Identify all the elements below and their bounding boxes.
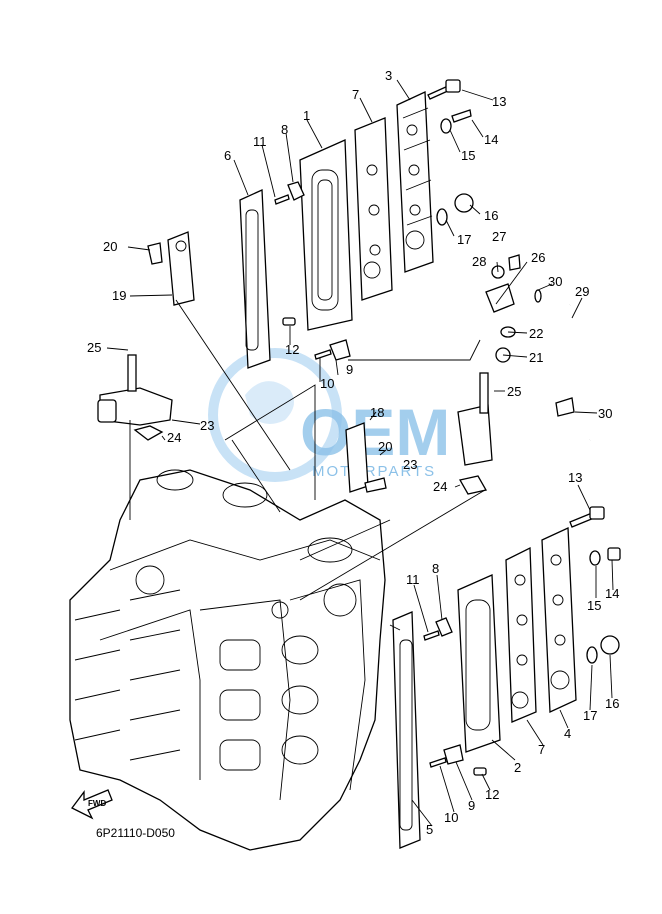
leader-lines bbox=[106, 79, 614, 827]
callout-14-lower: 14 bbox=[605, 586, 619, 601]
callout-5: 5 bbox=[426, 822, 433, 837]
callout-26: 26 bbox=[531, 250, 545, 265]
callout-13-lower: 13 bbox=[568, 470, 582, 485]
gasket-6 bbox=[239, 189, 271, 369]
callout-17-top: 17 bbox=[457, 232, 471, 247]
callout-30-lower: 30 bbox=[598, 406, 612, 421]
callout-11-lower: 11 bbox=[406, 572, 420, 587]
sensor-8 bbox=[287, 181, 305, 201]
valve-assembly-23-right bbox=[457, 372, 493, 495]
bolt-14-lower bbox=[607, 547, 621, 561]
callout-24-right: 24 bbox=[433, 479, 447, 494]
callout-17-lower: 17 bbox=[583, 708, 597, 723]
callout-12-top: 12 bbox=[285, 342, 299, 357]
diagram-code: 6P21110-D050 bbox=[96, 826, 175, 840]
watermark-brand: OEM bbox=[300, 395, 450, 469]
callout-10-lower: 10 bbox=[444, 810, 458, 825]
callout-9-top: 9 bbox=[346, 362, 353, 377]
callout-10-top: 10 bbox=[320, 376, 334, 391]
callout-25-left: 25 bbox=[87, 340, 101, 355]
callout-23-right: 23 bbox=[403, 457, 417, 472]
sensor-8-lower bbox=[435, 617, 453, 637]
callout-22: 22 bbox=[529, 326, 543, 341]
washer-15-top bbox=[440, 118, 452, 134]
bolt-11 bbox=[274, 194, 290, 205]
bolt-10 bbox=[314, 349, 332, 360]
plug-16-top bbox=[454, 193, 474, 213]
callout-8-top: 8 bbox=[281, 122, 288, 137]
callout-25-right: 25 bbox=[507, 384, 521, 399]
callout-18: 18 bbox=[370, 405, 384, 420]
cylinder-block bbox=[69, 469, 386, 851]
callout-11-top: 11 bbox=[253, 134, 267, 149]
bolt-11-lower bbox=[423, 630, 440, 641]
watermark-logo: OEM MOTORPARTS bbox=[208, 348, 450, 482]
gasket-7-lower bbox=[505, 546, 537, 723]
bracket-19 bbox=[167, 231, 195, 306]
callout-4: 4 bbox=[564, 726, 571, 741]
pin-12 bbox=[282, 317, 296, 326]
callout-7-lower: 7 bbox=[538, 742, 545, 757]
callout-9-lower: 9 bbox=[468, 798, 475, 813]
oring-30-top bbox=[534, 289, 542, 303]
washer-17-top bbox=[436, 208, 448, 226]
bolt-20-left bbox=[147, 242, 163, 265]
bolt-20-mid bbox=[364, 477, 387, 493]
callout-19: 19 bbox=[112, 288, 126, 303]
plate-2 bbox=[457, 574, 501, 753]
callout-15-top: 15 bbox=[461, 148, 475, 163]
bolt-10-lower bbox=[429, 757, 447, 768]
callout-20-mid: 20 bbox=[378, 439, 392, 454]
callout-20-left: 20 bbox=[103, 239, 117, 254]
plate-18 bbox=[345, 422, 369, 493]
callout-16-top: 16 bbox=[484, 208, 498, 223]
callout-16-lower: 16 bbox=[605, 696, 619, 711]
bolt-13-head-top bbox=[445, 79, 461, 93]
gasket-5 bbox=[392, 611, 421, 849]
clamp-30-lower bbox=[555, 397, 575, 417]
callout-29: 29 bbox=[575, 284, 589, 299]
callout-27: 27 bbox=[492, 229, 506, 244]
callout-14-top: 14 bbox=[484, 132, 498, 147]
callout-12-lower: 12 bbox=[485, 787, 499, 802]
callout-2: 2 bbox=[514, 760, 521, 775]
bolt-27 bbox=[508, 254, 521, 271]
watermark-subtitle: MOTORPARTS bbox=[312, 463, 436, 480]
bolt-13-head-lower bbox=[589, 506, 605, 520]
clip-9-lower bbox=[443, 744, 464, 765]
bolt-14-top bbox=[451, 109, 472, 123]
fwd-arrow-icon: FWD bbox=[71, 789, 113, 820]
callout-3: 3 bbox=[385, 68, 392, 83]
callout-15-lower: 15 bbox=[587, 598, 601, 613]
callout-30-top: 30 bbox=[548, 274, 562, 289]
washer-15-lower bbox=[589, 550, 601, 566]
callout-1: 1 bbox=[303, 108, 310, 123]
callout-13-top: 13 bbox=[492, 94, 506, 109]
callout-labels: 3 13 7 14 1 8 11 15 6 16 17 27 20 26 28 … bbox=[87, 68, 619, 837]
fwd-label: FWD bbox=[88, 799, 106, 808]
cover-3 bbox=[396, 91, 434, 273]
callout-23-left: 23 bbox=[200, 418, 214, 433]
plug-16-lower bbox=[600, 635, 620, 655]
plate-1 bbox=[299, 139, 353, 331]
callout-6: 6 bbox=[224, 148, 231, 163]
cover-4 bbox=[541, 527, 577, 713]
callout-7-top: 7 bbox=[352, 87, 359, 102]
callout-24-left: 24 bbox=[167, 430, 181, 445]
washer-17-lower bbox=[586, 646, 598, 664]
callout-8-lower: 8 bbox=[432, 561, 439, 576]
valve-assembly-23-left bbox=[97, 354, 173, 441]
clip-9 bbox=[329, 339, 351, 361]
callout-28: 28 bbox=[472, 254, 486, 269]
callout-21: 21 bbox=[529, 350, 543, 365]
gasket-7 bbox=[354, 117, 393, 301]
pin-12-lower bbox=[473, 767, 487, 776]
